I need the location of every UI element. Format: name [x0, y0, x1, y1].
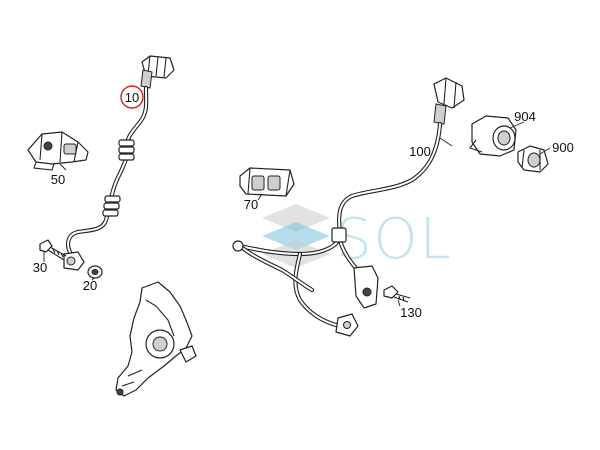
part-10-grommets — [102, 139, 135, 217]
callout-20: 20 — [83, 278, 97, 293]
callout-900: 900 — [552, 140, 574, 155]
steering-knuckle — [115, 281, 197, 397]
part-10-connector — [140, 55, 175, 89]
part-70-bracket — [239, 167, 295, 197]
part-904-housing — [469, 115, 517, 157]
callout-50: 50 — [51, 172, 65, 187]
part-10-sensor-head — [63, 251, 85, 271]
part-10-sensor-cable — [63, 55, 175, 271]
watermark-logo: SOL — [262, 204, 453, 272]
watermark-stripes — [262, 204, 330, 268]
part-100-sensor-mount — [353, 265, 379, 309]
part-100-sensor-tip — [335, 313, 359, 337]
callout-100: 100 — [409, 144, 431, 159]
callout-labels: 10 20 30 50 70 100 130 900 904 — [33, 90, 574, 320]
callout-904: 904 — [514, 109, 536, 124]
callout-30: 30 — [33, 260, 47, 275]
callout-70: 70 — [244, 197, 258, 212]
part-130-bolt — [383, 285, 411, 303]
part-900-plug — [517, 145, 549, 173]
leader-lines — [43, 121, 551, 307]
part-100-sensor-harness — [232, 77, 465, 337]
part-50-bracket — [27, 131, 89, 171]
highlight-circle-10 — [120, 85, 144, 109]
part-100-connector — [433, 77, 465, 125]
watermark-text: SOL — [336, 207, 453, 272]
part-30-bolt — [39, 239, 67, 261]
part-20-bushing — [87, 265, 103, 279]
callout-130: 130 — [400, 305, 422, 320]
callout-10: 10 — [125, 90, 139, 105]
